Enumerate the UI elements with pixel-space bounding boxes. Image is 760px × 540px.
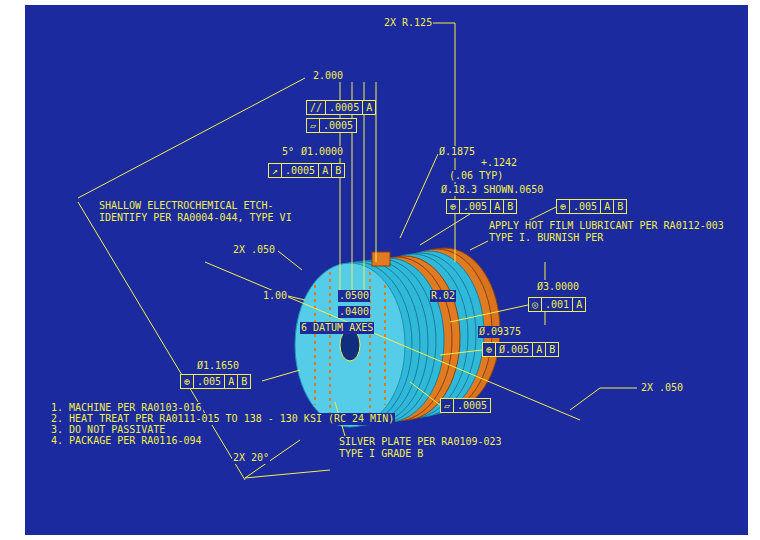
frame-cell: .0005 bbox=[319, 119, 356, 132]
frame-cell: B bbox=[613, 200, 626, 213]
frame-cell: ⊕ bbox=[483, 343, 495, 356]
dimension-label: 1.00 bbox=[262, 290, 288, 302]
frame-cell: A bbox=[318, 164, 331, 177]
frame-cell: ▱ bbox=[307, 119, 319, 132]
feature-control-frame: ⊕.005AB bbox=[446, 199, 517, 214]
dimension-label: Ø1.1650 bbox=[196, 360, 240, 372]
frame-cell: ◎ bbox=[529, 298, 541, 311]
frame-cell: B bbox=[545, 343, 558, 356]
dimension-label: SHALLOW ELECTROCHEMICAL ETCH- IDENTIFY P… bbox=[98, 200, 304, 224]
frame-cell: A bbox=[224, 375, 237, 388]
dimension-label: 2X R.125 bbox=[383, 17, 433, 29]
dimension-label: 5° bbox=[281, 146, 295, 158]
frame-cell: B bbox=[331, 164, 344, 177]
dimension-label: R.02 bbox=[430, 290, 456, 302]
feature-control-frame: ◎.001A bbox=[528, 297, 586, 312]
dimension-label: Ø.1875 bbox=[438, 146, 476, 158]
dimension-label: 2X 20° bbox=[232, 452, 270, 464]
frame-cell: .0005 bbox=[281, 164, 318, 177]
feature-control-frame: ▱.0005 bbox=[306, 118, 357, 133]
frame-cell: ⊕ bbox=[557, 200, 569, 213]
dimension-label: 2X .050 bbox=[640, 382, 684, 394]
frame-cell: ▱ bbox=[441, 399, 453, 412]
frame-cell: .005 bbox=[569, 200, 600, 213]
dimension-label: .0500 bbox=[338, 290, 370, 302]
feature-control-frame: ⊕Ø.005AB bbox=[482, 342, 559, 357]
dimension-label: 4. PACKAGE PER RA0116-094 bbox=[50, 435, 203, 447]
frame-cell: .001 bbox=[541, 298, 572, 311]
frame-cell: .005 bbox=[459, 200, 490, 213]
dimension-label: Ø.09375 bbox=[478, 326, 522, 338]
frame-cell: A bbox=[362, 101, 375, 114]
frame-cell: Ø.005 bbox=[495, 343, 532, 356]
frame-cell: B bbox=[237, 375, 250, 388]
frame-cell: ⊕ bbox=[181, 375, 193, 388]
dimension-label: Ø.18.3 SHOWN.0650 bbox=[440, 184, 544, 196]
feature-control-frame: //.0005A bbox=[306, 100, 376, 115]
frame-cell: A bbox=[490, 200, 503, 213]
part-body bbox=[295, 248, 500, 427]
dimension-label: 2.000 bbox=[312, 70, 344, 82]
feature-control-frame: ▱.0005 bbox=[440, 398, 491, 413]
viewport-ground bbox=[25, 5, 748, 535]
frame-cell: // bbox=[307, 101, 325, 114]
feature-control-frame: ⊕.005AB bbox=[180, 374, 251, 389]
dimension-label: Ø3.0000 bbox=[536, 281, 580, 293]
dimension-label: .0400 bbox=[338, 306, 370, 318]
dimension-label: Ø1.0000 bbox=[300, 146, 344, 158]
feature-control-frame: ⊕.005AB bbox=[556, 199, 627, 214]
dimension-label: (.06 TYP) bbox=[448, 170, 504, 182]
frame-cell: .0005 bbox=[325, 101, 362, 114]
dimension-label: APPLY HOT FILM LUBRICANT PER RA0112-003 … bbox=[488, 220, 740, 244]
frame-cell: .0005 bbox=[453, 399, 490, 412]
frame-cell: A bbox=[600, 200, 613, 213]
frame-cell: A bbox=[532, 343, 545, 356]
frame-cell: ↗ bbox=[269, 164, 281, 177]
frame-cell: B bbox=[503, 200, 516, 213]
feature-control-frame: ↗.0005AB bbox=[268, 163, 345, 178]
frame-cell: A bbox=[572, 298, 585, 311]
dimension-label: +.1242 bbox=[480, 157, 518, 169]
frame-cell: ⊕ bbox=[447, 200, 459, 213]
dimension-label: SILVER PLATE PER RA0109-023 TYPE I GRADE… bbox=[338, 436, 520, 460]
dimension-label: 6 DATUM AXES bbox=[300, 322, 374, 334]
dimension-label: 2X .050 bbox=[232, 244, 276, 256]
frame-cell: .005 bbox=[193, 375, 224, 388]
